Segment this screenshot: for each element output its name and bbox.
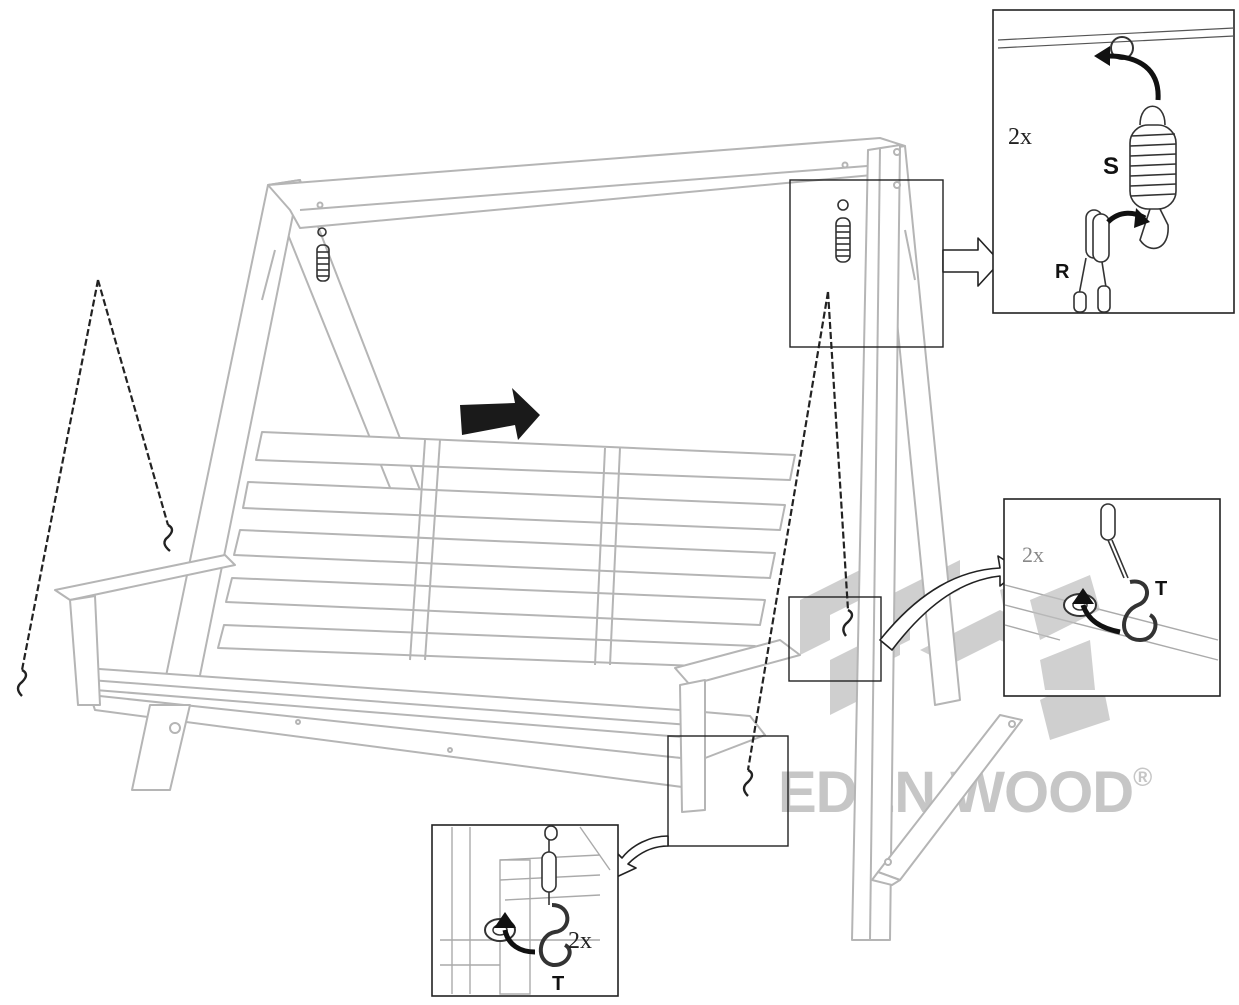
chain-right bbox=[746, 291, 850, 771]
hook-left-chain-end bbox=[16, 523, 174, 697]
connector-arrow-spring bbox=[942, 237, 1001, 287]
swing-bench bbox=[54, 431, 801, 813]
callout-front-label-t: T bbox=[552, 973, 564, 995]
callout-spring-label-s: S bbox=[1103, 153, 1119, 180]
callout-side-quantity: 2x bbox=[1022, 542, 1044, 567]
callout-spring-detail: 2x S R bbox=[992, 9, 1235, 314]
watermark-mark: ® bbox=[1133, 762, 1152, 792]
callout-side-label-t: T bbox=[1155, 578, 1167, 600]
callout-side-hook-detail: 2x T bbox=[1003, 498, 1221, 697]
callout-spring-quantity: 2x bbox=[1008, 124, 1032, 150]
detail-frame-front-hook bbox=[667, 735, 789, 847]
chain-left bbox=[20, 279, 170, 671]
spring-left bbox=[316, 227, 330, 282]
hook-right-chain-end bbox=[742, 608, 854, 797]
connector-arrow-front bbox=[609, 835, 669, 881]
callout-front-quantity: 2x bbox=[568, 928, 592, 954]
spring-right bbox=[835, 199, 851, 263]
direction-arrow bbox=[460, 388, 540, 440]
callout-spring-label-r: R bbox=[1055, 261, 1070, 283]
callout-front-hook-detail: 2x T bbox=[431, 824, 619, 997]
